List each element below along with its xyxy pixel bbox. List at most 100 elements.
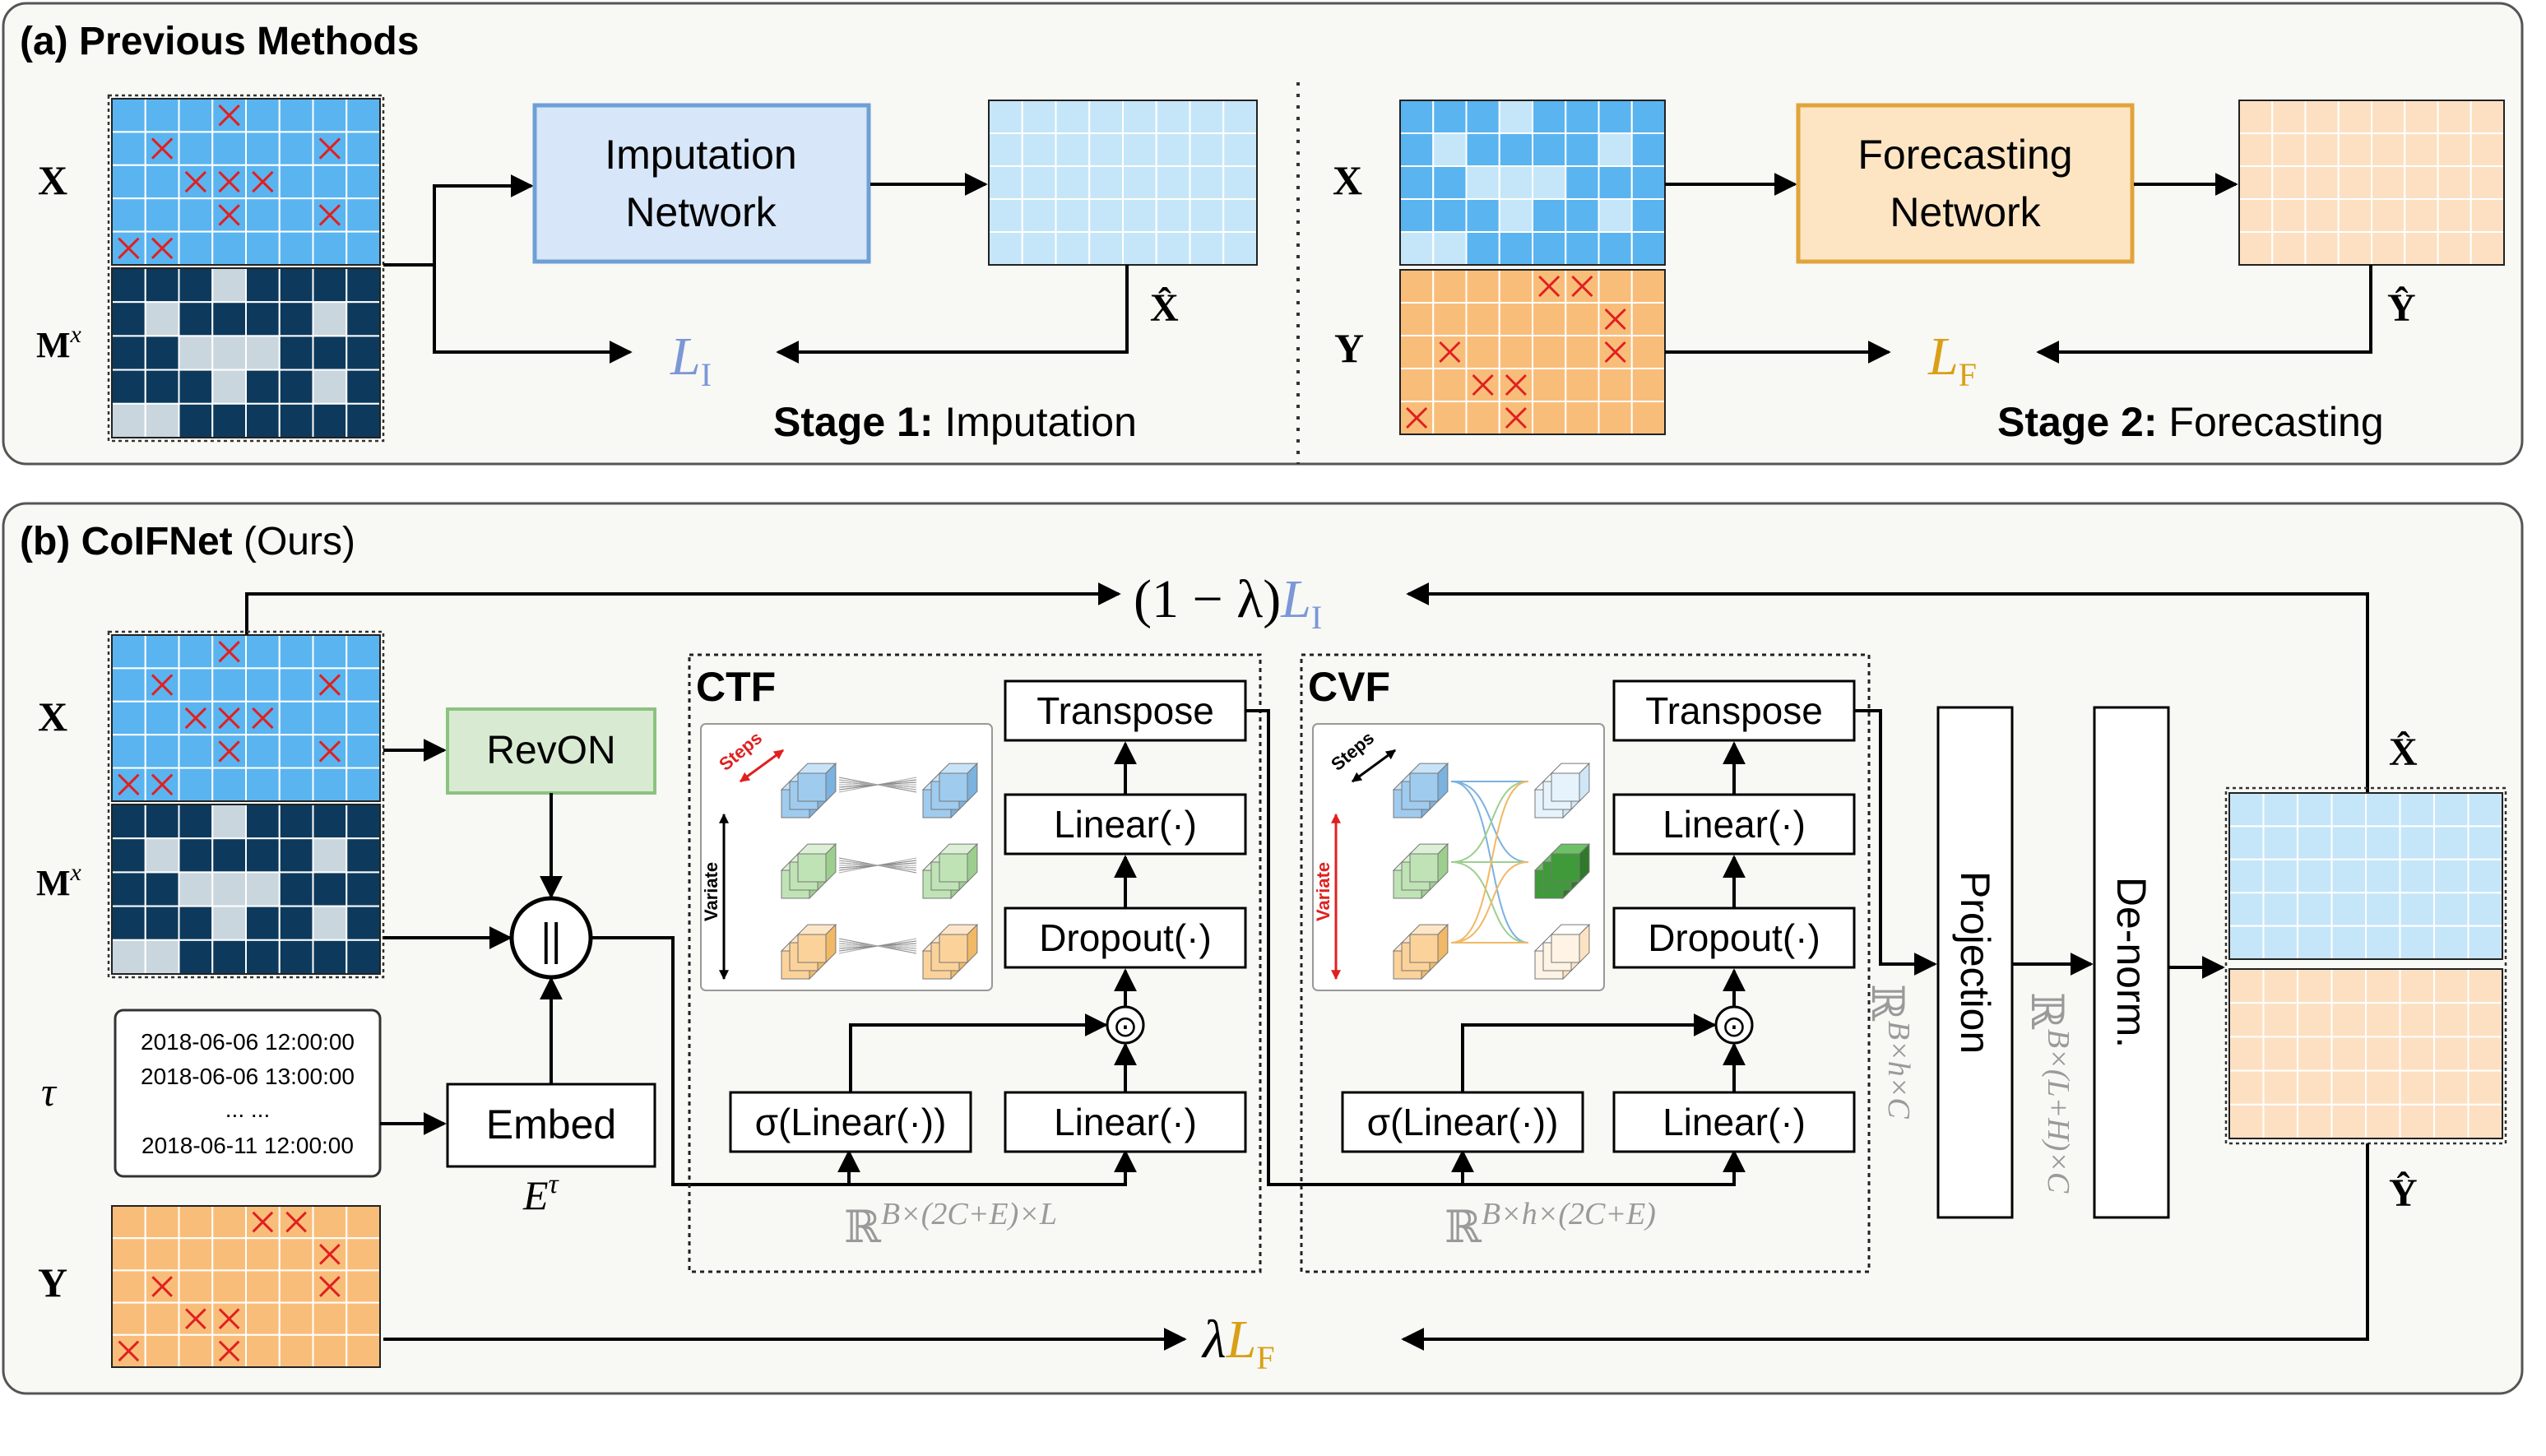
grid-cell bbox=[1532, 132, 1567, 167]
grid-cell bbox=[312, 98, 348, 133]
grid-cell bbox=[278, 131, 314, 166]
grid-cell bbox=[1399, 100, 1435, 134]
grid-cell bbox=[345, 335, 381, 371]
grid-cell bbox=[144, 197, 180, 233]
grid-cell bbox=[144, 871, 180, 907]
grid-cell bbox=[278, 634, 314, 670]
grid-cell bbox=[178, 767, 214, 802]
grid-cell bbox=[2262, 925, 2298, 960]
grid-cell bbox=[2371, 198, 2406, 233]
grid-cell bbox=[345, 667, 381, 702]
grid-cell bbox=[2330, 858, 2367, 894]
grid-cell bbox=[178, 734, 214, 769]
grid-cell bbox=[2262, 825, 2298, 860]
grid-cell bbox=[312, 1301, 348, 1336]
grid-cell bbox=[2371, 165, 2406, 200]
grid-cell bbox=[1465, 401, 1500, 435]
steps-arrow bbox=[1352, 749, 1396, 783]
grid-cell bbox=[178, 1205, 214, 1240]
missing-cross bbox=[218, 104, 240, 127]
grid-cell bbox=[278, 301, 314, 337]
grid-cell bbox=[278, 734, 314, 769]
grid-cell bbox=[211, 667, 247, 702]
grid-cell bbox=[1630, 368, 1666, 402]
cvf-sigma-linear-label: σ(Linear(·)) bbox=[1367, 1101, 1559, 1143]
grid-cell bbox=[2433, 1036, 2469, 1072]
grid-cell bbox=[178, 131, 214, 166]
grid-cell bbox=[345, 734, 381, 769]
cvf-dropout-label: Dropout(·) bbox=[1648, 916, 1820, 959]
grid-cell bbox=[2365, 892, 2401, 927]
mask-grid-b bbox=[111, 804, 381, 976]
missing-cross bbox=[184, 707, 207, 730]
edge-ctf-branch-right bbox=[849, 1149, 1137, 1186]
ctf-dropout-label: Dropout(·) bbox=[1039, 916, 1212, 959]
grid-cell bbox=[211, 1269, 247, 1304]
missing-cross bbox=[318, 674, 341, 696]
grid-cell bbox=[278, 837, 314, 874]
grid-cell bbox=[178, 197, 214, 233]
grid-cell bbox=[1432, 165, 1468, 200]
grid-cell bbox=[1465, 269, 1500, 304]
grid-cell bbox=[111, 871, 146, 907]
grid-cell bbox=[178, 335, 214, 371]
grid-cell bbox=[2228, 1002, 2265, 1038]
grid-cell bbox=[1055, 198, 1091, 233]
grid-cell bbox=[1630, 269, 1666, 304]
grid-cell bbox=[144, 939, 180, 976]
grid-cell bbox=[2467, 1002, 2503, 1038]
y-grid-b bbox=[111, 1205, 381, 1369]
grid-cell bbox=[278, 1301, 314, 1336]
yhat-label-a: Ŷ bbox=[2387, 285, 2416, 330]
grid-cell bbox=[1465, 198, 1500, 233]
e-tau-label: Eτ bbox=[522, 1169, 560, 1218]
grid-cell bbox=[2330, 792, 2367, 828]
grid-cell bbox=[144, 700, 180, 736]
cvf-title: CVF bbox=[1308, 664, 1390, 710]
grid-cell bbox=[144, 164, 180, 200]
variate-link bbox=[1450, 861, 1529, 944]
grid-cell bbox=[111, 267, 146, 304]
grid-cell bbox=[178, 667, 214, 702]
grid-cell bbox=[111, 837, 146, 874]
xhat-label-a: X̂ bbox=[1150, 286, 1179, 330]
missing-cross bbox=[319, 1243, 341, 1265]
cvf-sigma-linear bbox=[1341, 1091, 1584, 1153]
revon-label: RevON bbox=[486, 729, 615, 772]
grid-cell bbox=[111, 634, 146, 670]
grid-cell bbox=[2330, 892, 2367, 927]
grid-cell bbox=[144, 1237, 180, 1272]
grid-cell bbox=[345, 1269, 381, 1304]
grid-cell bbox=[1222, 165, 1258, 200]
grid-cell bbox=[2399, 968, 2435, 1004]
edge-cvf-to-projection bbox=[1854, 709, 1937, 976]
grid-cell bbox=[111, 734, 146, 769]
grid-cell bbox=[1498, 198, 1533, 233]
edge-ctf-to-cvf bbox=[1245, 709, 1474, 1186]
temporal-link bbox=[838, 860, 917, 871]
grid-cell bbox=[1222, 100, 1258, 134]
grid-cell bbox=[2337, 231, 2372, 266]
grid-cell bbox=[2467, 792, 2503, 828]
grid-cell bbox=[2399, 1069, 2435, 1106]
timestamp-2: 2018-06-06 13:00:00 bbox=[141, 1064, 355, 1089]
y-label-b: Y bbox=[38, 1259, 67, 1305]
grid-cell bbox=[2469, 100, 2505, 134]
grid-cell bbox=[1432, 368, 1468, 402]
grid-cell bbox=[2467, 1069, 2503, 1106]
missing-cross bbox=[218, 707, 240, 730]
grid-cell bbox=[245, 1237, 281, 1272]
grid-cell bbox=[2365, 1002, 2401, 1038]
missing-cross bbox=[218, 1308, 240, 1330]
missing-cross bbox=[184, 170, 207, 193]
grid-cell bbox=[1565, 132, 1600, 167]
grid-cell bbox=[2467, 1103, 2503, 1140]
edge-forecast-to-loss bbox=[2036, 265, 2372, 364]
grid-cell bbox=[2271, 198, 2307, 233]
grid-cell bbox=[312, 939, 348, 976]
missing-cross bbox=[118, 773, 140, 795]
grid-cell bbox=[2404, 165, 2439, 200]
grid-cell bbox=[1088, 132, 1124, 167]
grid-cell bbox=[111, 197, 146, 233]
